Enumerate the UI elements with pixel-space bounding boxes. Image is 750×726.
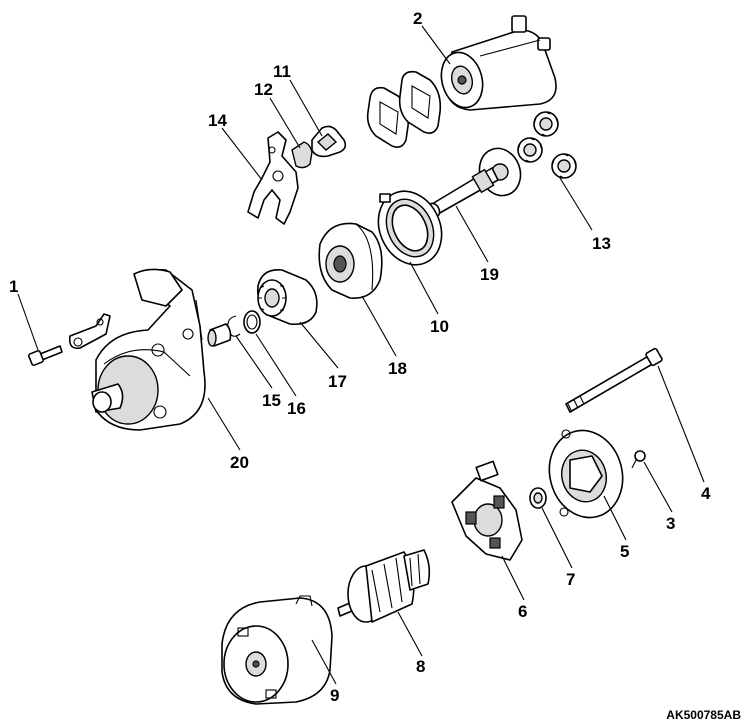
callout-15: 15 <box>262 391 281 410</box>
callout-10: 10 <box>430 317 449 336</box>
callout-3: 3 <box>666 514 675 533</box>
part-bearing <box>529 487 547 509</box>
part-gasket-inner <box>398 70 442 134</box>
part-overrunning-clutch <box>318 222 383 299</box>
callout-12: 12 <box>254 80 273 99</box>
callout-20: 20 <box>230 453 249 472</box>
part-planetary-gear-middle <box>517 137 543 163</box>
callout-13: 13 <box>592 234 611 253</box>
callout-17: 17 <box>328 372 347 391</box>
callout-6: 6 <box>518 602 527 621</box>
part-solenoid-switch <box>440 15 557 111</box>
callout-4: 4 <box>701 484 711 503</box>
part-plate <box>291 141 313 169</box>
part-lever <box>247 131 299 225</box>
part-brush-holder <box>451 460 523 561</box>
part-gasket-outer <box>366 86 410 148</box>
part-stopper <box>207 323 232 347</box>
part-pinion <box>256 269 318 326</box>
leader-lines <box>17 25 705 685</box>
callout-16: 16 <box>287 399 306 418</box>
part-bracket-plate <box>68 313 111 350</box>
part-planetary-gear-bottom <box>551 153 577 179</box>
part-armature <box>337 549 431 623</box>
part-rear-bracket <box>548 429 624 519</box>
callout-14: 14 <box>208 111 227 130</box>
part-internal-gear <box>377 190 443 266</box>
callout-labels: 2 11 12 14 13 19 10 18 17 16 15 1 20 4 3… <box>9 9 711 705</box>
part-screw <box>27 345 63 367</box>
part-yoke <box>221 595 333 705</box>
part-planetary-gear-holder <box>427 147 522 218</box>
part-packing <box>311 125 347 158</box>
callout-8: 8 <box>416 657 425 676</box>
part-small-screw <box>631 450 646 469</box>
callout-9: 9 <box>330 686 339 705</box>
part-ring <box>243 310 261 334</box>
callout-5: 5 <box>620 542 629 561</box>
callout-2: 2 <box>413 9 422 28</box>
part-through-bolt <box>565 347 663 413</box>
callout-18: 18 <box>388 359 407 378</box>
callout-11: 11 <box>273 62 291 81</box>
callout-7: 7 <box>566 570 575 589</box>
figure-code: AK500785AB <box>666 708 741 722</box>
callout-19: 19 <box>480 265 499 284</box>
callout-1: 1 <box>9 277 18 296</box>
part-planetary-gear-top <box>533 111 559 137</box>
part-front-bracket <box>91 268 206 431</box>
